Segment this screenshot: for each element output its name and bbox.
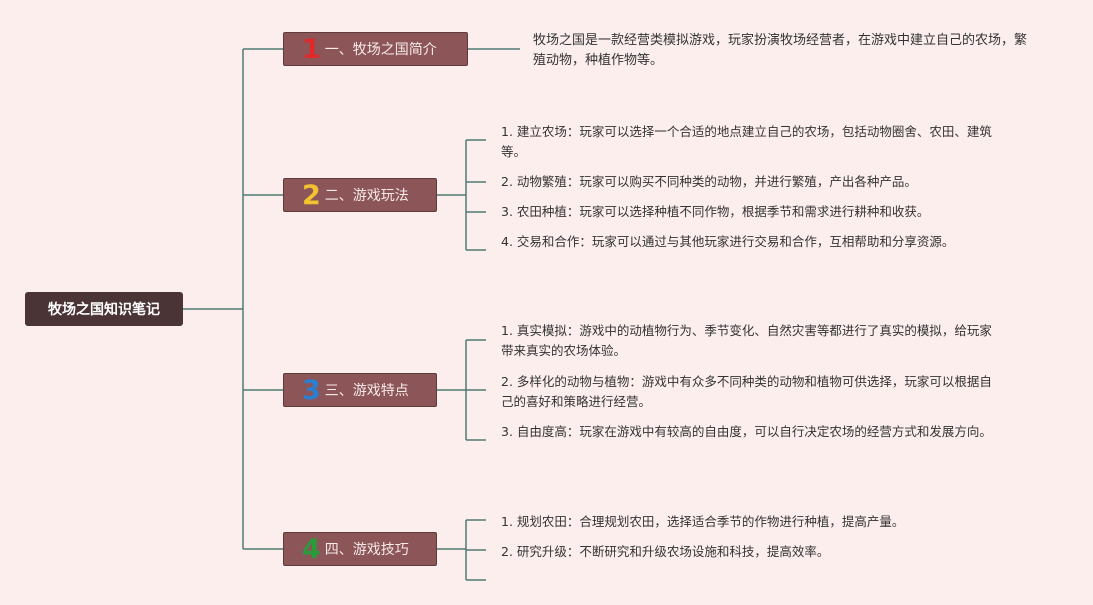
number-1-badge: 1 bbox=[302, 33, 321, 65]
gameplay-item-2: 2. 动物繁殖：玩家可以购买不同种类的动物，并进行繁殖，产出各种产品。 bbox=[501, 174, 917, 189]
tips-item-1: 1. 规划农田：合理规划农田，选择适合季节的作物进行种植，提高产量。 bbox=[501, 514, 905, 529]
branch-node-intro[interactable]: 1 一、牧场之国简介 bbox=[283, 32, 468, 66]
number-3-badge: 3 bbox=[302, 374, 321, 406]
gameplay-item-1: 1. 建立农场：玩家可以选择一个合适的地点建立自己的农场，包括动物圈舍、农田、建… bbox=[501, 124, 992, 159]
branch-node-features[interactable]: 3 三、游戏特点 bbox=[283, 373, 437, 407]
root-node[interactable]: 牧场之国知识笔记 bbox=[25, 292, 183, 326]
branch-label-gameplay: 二、游戏玩法 bbox=[324, 188, 409, 204]
branch-node-tips[interactable]: 4 四、游戏技巧 bbox=[283, 532, 437, 566]
number-2-badge: 2 bbox=[302, 179, 321, 211]
number-4-badge: 4 bbox=[302, 533, 321, 565]
root-label: 牧场之国知识笔记 bbox=[48, 302, 160, 318]
intro-text: 牧场之国是一款经营类模拟游戏，玩家扮演牧场经营者，在游戏中建立自己的农场，繁殖动… bbox=[533, 33, 1028, 68]
branch-label-tips: 四、游戏技巧 bbox=[324, 542, 409, 558]
branch-node-gameplay[interactable]: 2 二、游戏玩法 bbox=[283, 178, 437, 212]
features-item-1: 1. 真实模拟：游戏中的动植物行为、季节变化、自然灾害等都进行了真实的模拟，给玩… bbox=[501, 323, 992, 358]
gameplay-item-4: 4. 交易和合作：玩家可以通过与其他玩家进行交易和合作，互相帮助和分享资源。 bbox=[501, 234, 955, 249]
gameplay-item-3: 3. 农田种植：玩家可以选择种植不同作物，根据季节和需求进行耕种和收获。 bbox=[501, 204, 930, 219]
features-item-3: 3. 自由度高：玩家在游戏中有较高的自由度，可以自行决定农场的经营方式和发展方向… bbox=[501, 424, 992, 439]
features-item-2: 2. 多样化的动物与植物：游戏中有众多不同种类的动物和植物可供选择，玩家可以根据… bbox=[501, 374, 992, 409]
branch-label-features: 三、游戏特点 bbox=[324, 383, 409, 399]
branch-label-intro: 一、牧场之国简介 bbox=[324, 42, 437, 58]
tips-item-2: 2. 研究升级：不断研究和升级农场设施和科技，提高效率。 bbox=[501, 544, 830, 559]
